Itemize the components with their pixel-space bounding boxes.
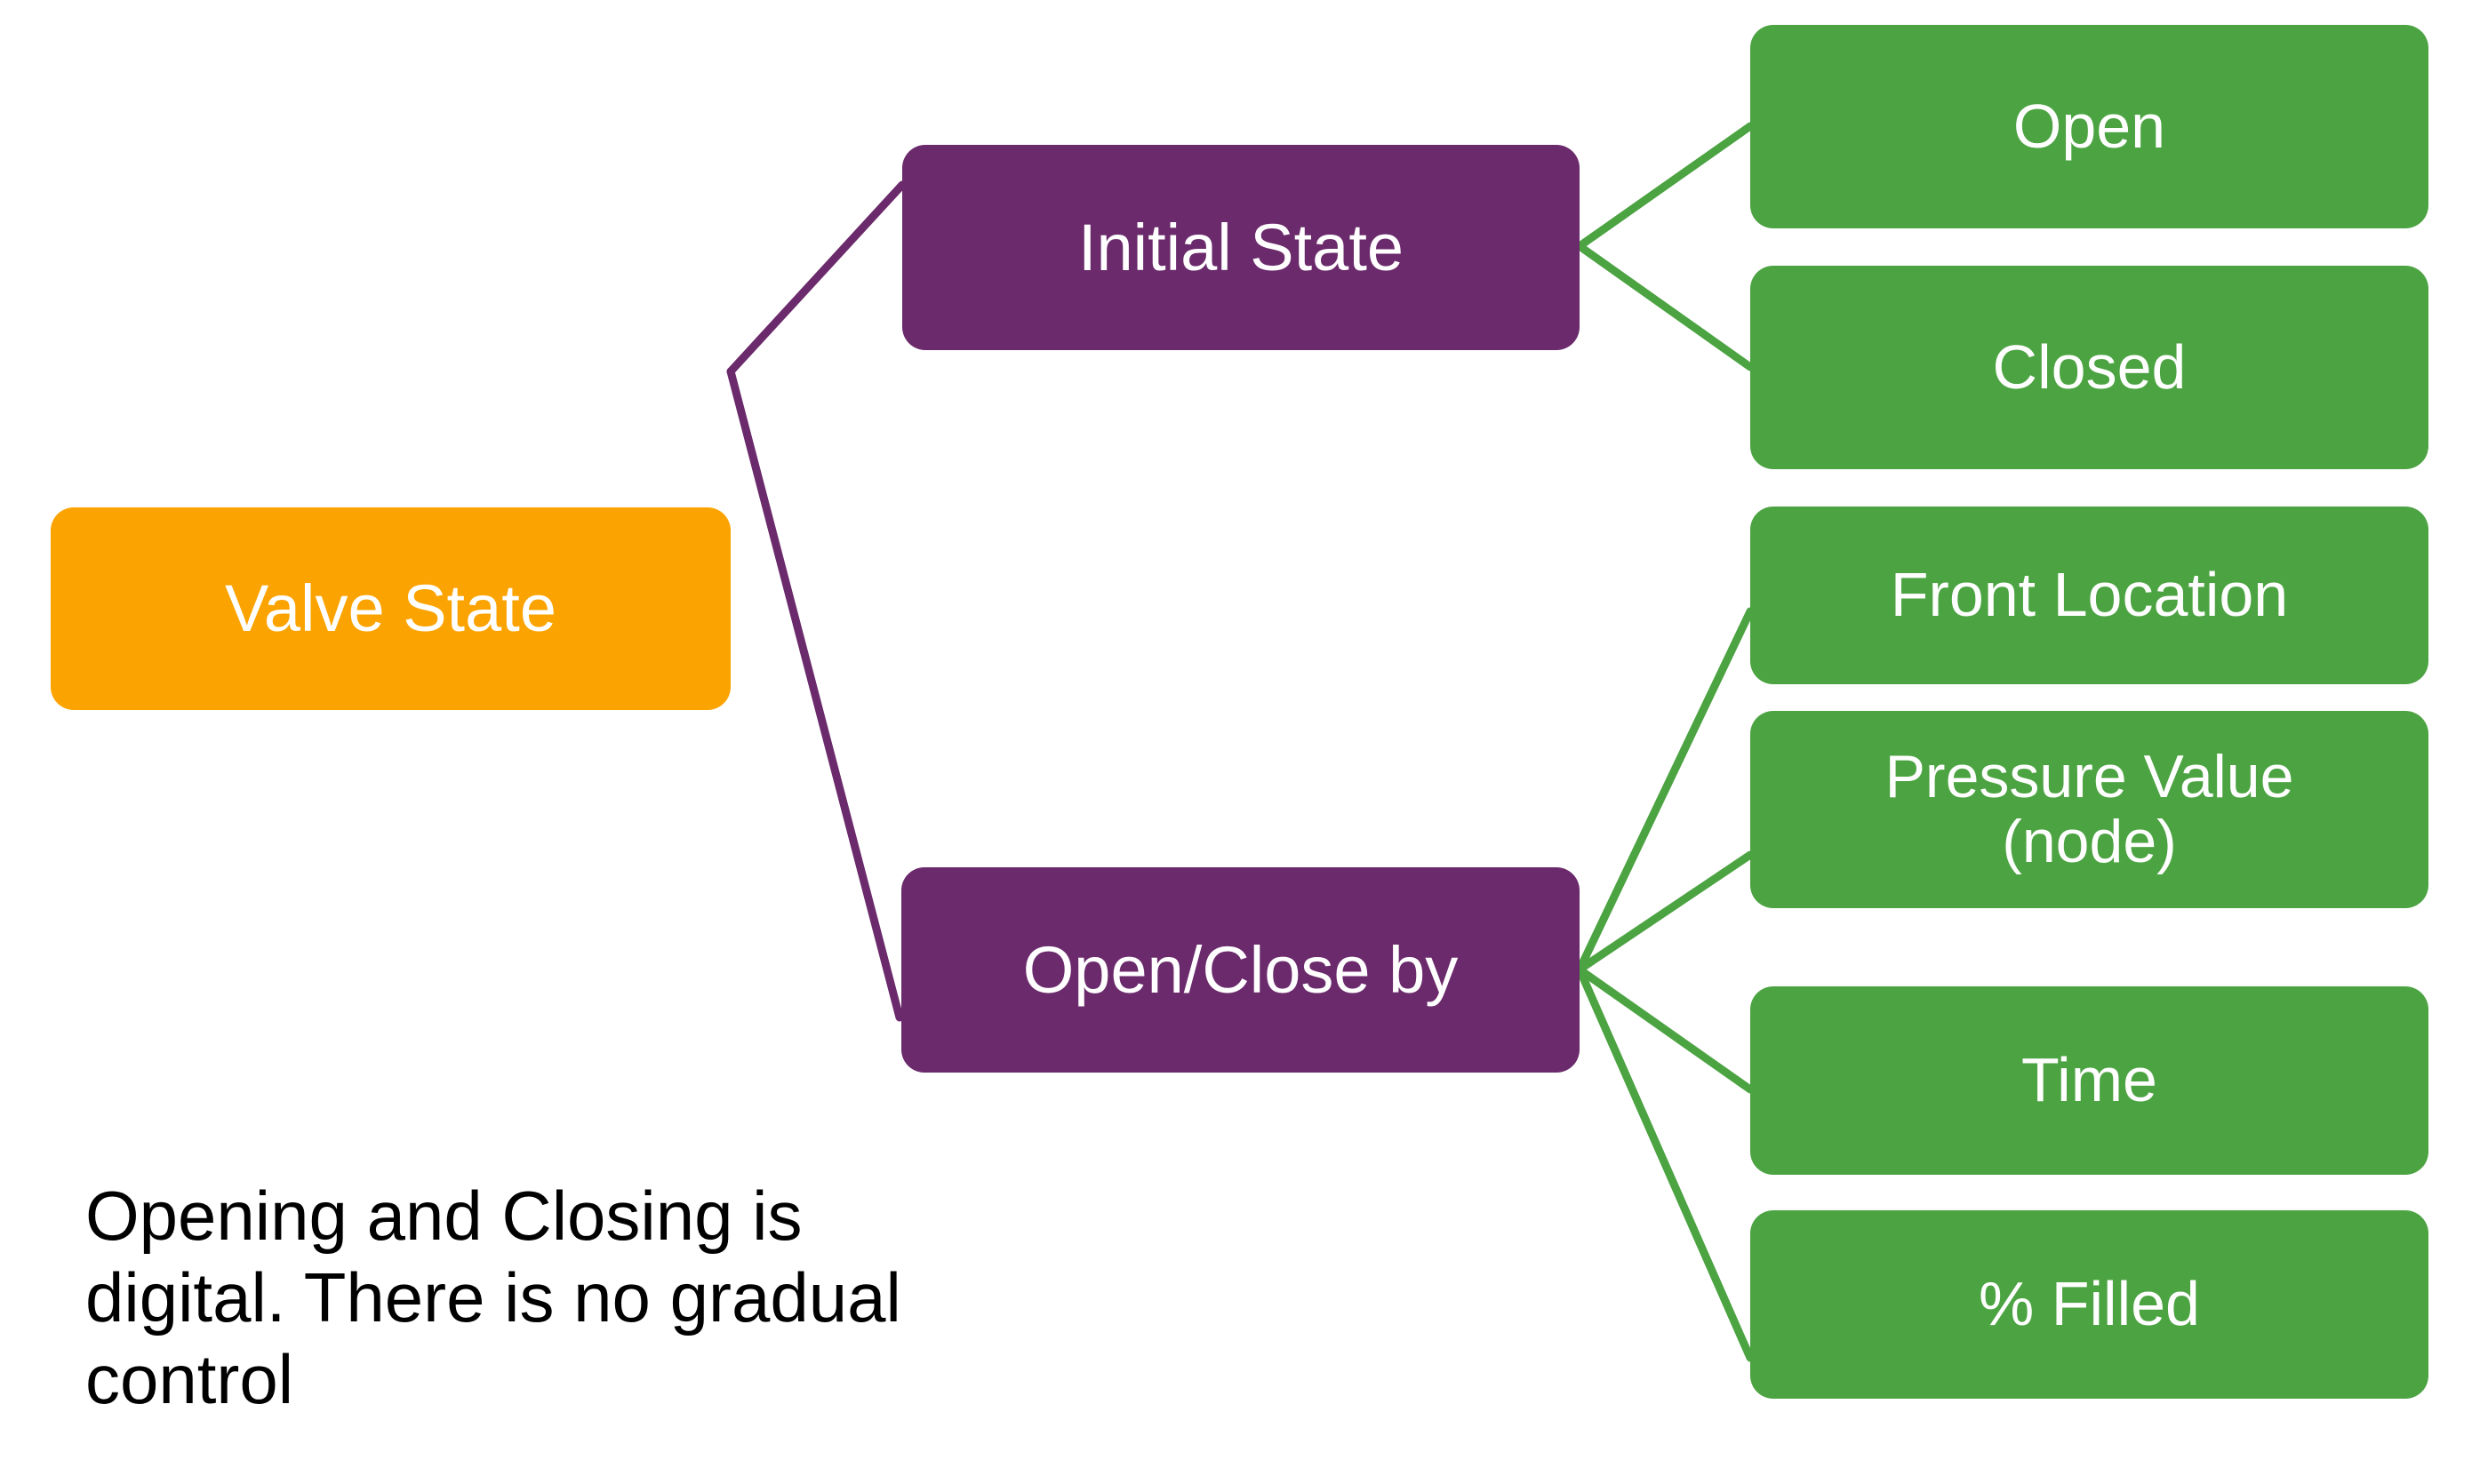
node-open-label: Open — [2012, 91, 2166, 161]
node-percent-filled-label: % Filled — [1979, 1269, 2200, 1339]
node-closed[interactable]: Closed — [1750, 266, 2428, 469]
connector-open-close-by-to-time — [1575, 965, 1755, 1094]
node-open[interactable]: Open — [1750, 25, 2428, 228]
node-time[interactable]: Time — [1750, 986, 2428, 1175]
node-valve-state[interactable]: Valve State — [51, 507, 731, 710]
connector-initial-state-to-open — [1575, 122, 1755, 251]
connector-open-close-by-to-pressure-value — [1575, 850, 1755, 974]
node-closed-label: Closed — [1992, 331, 2187, 402]
node-front-location[interactable]: Front Location — [1750, 507, 2428, 684]
node-time-label: Time — [2021, 1045, 2157, 1115]
node-front-location-label: Front Location — [1890, 560, 2289, 630]
node-open-close-by-label: Open/Close by — [1022, 932, 1459, 1007]
node-initial-state[interactable]: Initial State — [902, 145, 1580, 350]
connector-initial-state-to-closed — [1575, 242, 1755, 371]
caption-text: Opening and Closing is digital. There is… — [85, 1177, 901, 1419]
connector-open-close-by-to-front-location — [1575, 607, 1755, 974]
node-pressure-value-label: Pressure Value (node) — [1884, 742, 2294, 875]
connector-open-close-by-to-percent-filled — [1575, 965, 1755, 1362]
connector-root-to-initial-state — [726, 180, 907, 376]
node-pressure-value[interactable]: Pressure Value (node) — [1750, 711, 2428, 908]
node-initial-state-label: Initial State — [1077, 210, 1404, 284]
node-valve-state-label: Valve State — [225, 571, 556, 646]
node-percent-filled[interactable]: % Filled — [1750, 1210, 2428, 1399]
node-open-close-by[interactable]: Open/Close by — [901, 867, 1580, 1073]
connector-root-to-open-close-by — [726, 367, 904, 1022]
